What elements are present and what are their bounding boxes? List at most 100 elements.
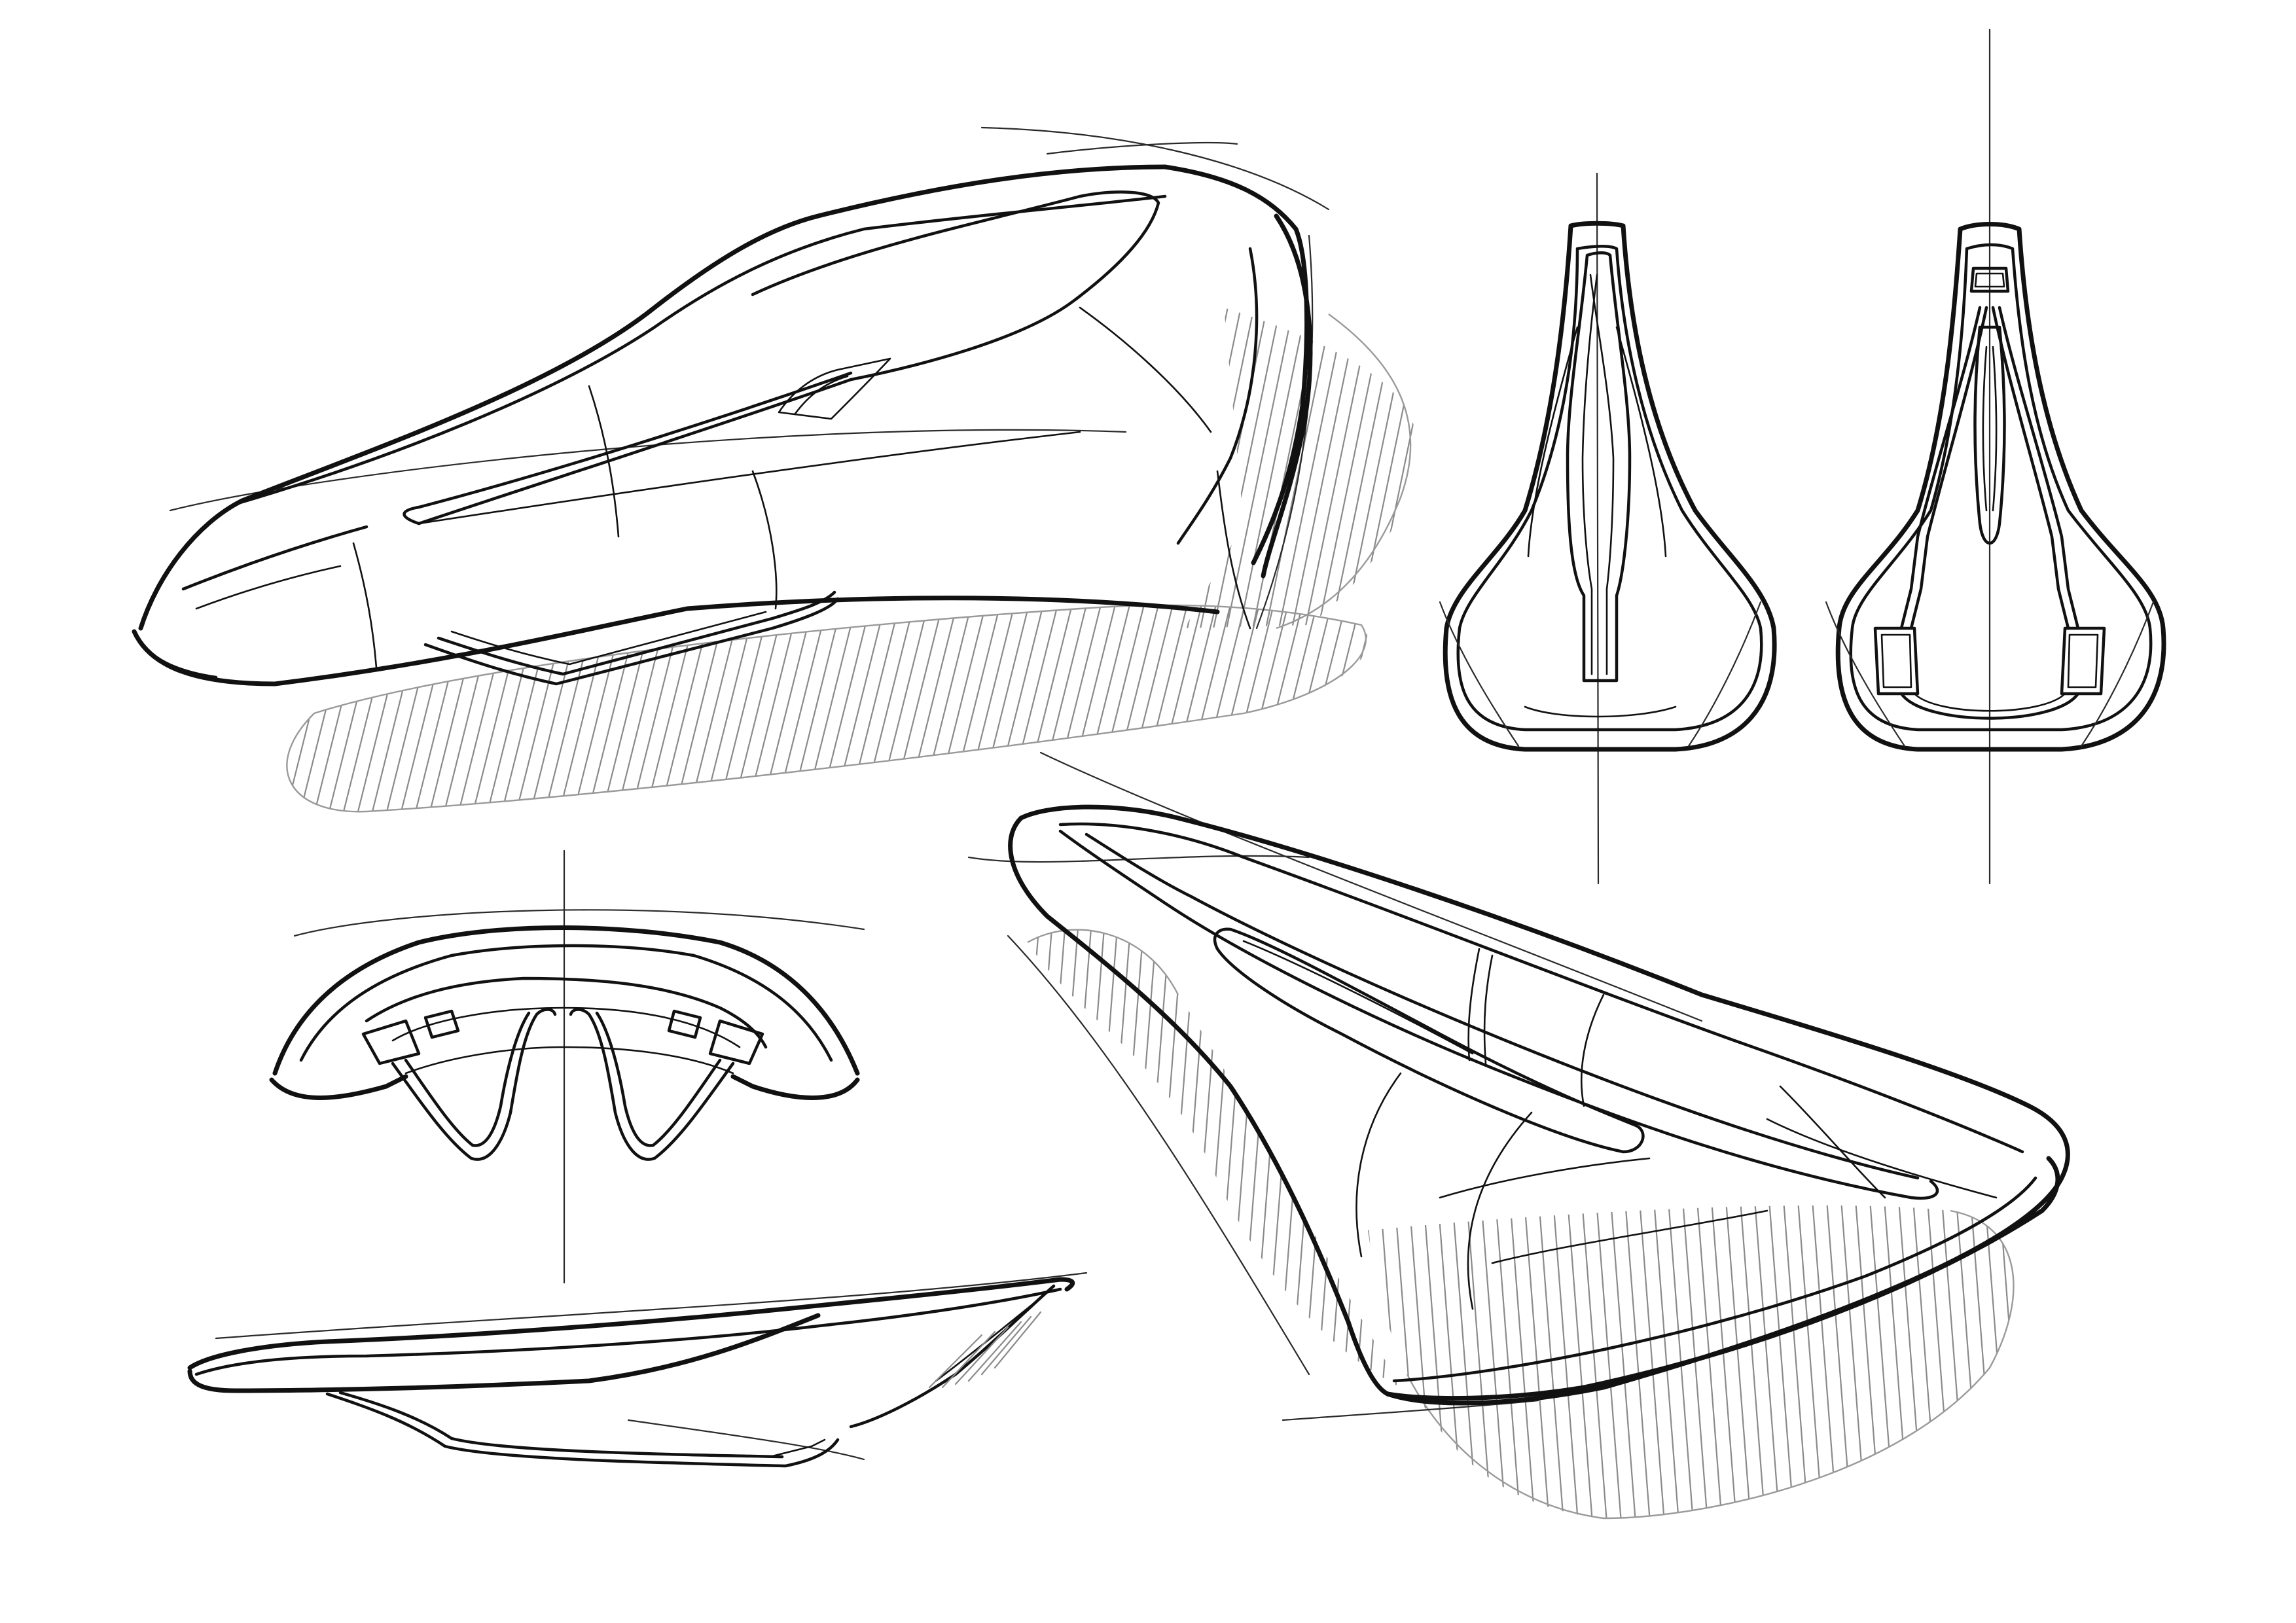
hatch-line [1308,1191,1334,1531]
hatch-line [541,605,602,812]
saddle-lower-edge [132,596,1220,687]
hatch-line [397,605,458,812]
rail-clamp-rear-right [2060,626,2106,696]
hatch-line [1393,308,1415,628]
hatch-line [1016,605,1077,812]
shell-bottom-edge [1385,1156,2060,1401]
rear-view-top-outline [272,925,860,1076]
side-contour-line [418,431,1081,525]
hatch-line [1897,1205,1926,1518]
construction-line [1255,234,1314,630]
construction-line [1825,601,1906,747]
bottom-view-outline [1835,222,2166,752]
hatch-line [1436,1205,1465,1518]
hatch-line [1391,589,1450,825]
bottom-view-inner [1849,243,2153,732]
center-channel-inner [403,371,853,526]
side-panel-line [1467,1111,1533,1310]
hatch-line [1566,1205,1594,1518]
rear-cross-line [1079,306,1212,433]
nose-surface-line [181,525,368,591]
hatch-line [1465,1205,1494,1518]
hatch-line [2012,1205,2014,1518]
perspective-front-three-quarter-view [132,126,1450,825]
nose-tip-edge [132,630,218,679]
hatch-line [1030,605,1092,812]
centerline [1596,172,1600,885]
upper-surface-line [234,194,1167,506]
rail-line [437,590,836,676]
side-view-rear-inner [935,1291,1049,1382]
saddle-outline [138,164,1310,631]
hatch-line [1073,605,1135,812]
construction-line [1439,601,1520,747]
bottom-channel-inner [1982,346,1988,512]
hatch-line [483,605,545,812]
hatch-line [1223,308,1297,628]
perspective-rear-three-quarter-view [962,751,2070,1531]
hatch-line [1367,308,1415,628]
hatch-line [1782,1205,1810,1518]
hatch-line [1738,1205,1767,1518]
rear-view-inner-top [299,944,833,1062]
hatch-line [1393,929,1401,1387]
hatch-line [1117,605,1178,812]
rear-panel-line [1766,1118,1998,1199]
rear-view-shell-line [365,976,768,1049]
hatch-line [1433,903,1473,1407]
hatch-line [1131,605,1193,812]
hatch-line [211,589,270,825]
hatch-line [1322,1191,1348,1531]
top-view-channel-line [1527,326,1579,558]
hatch-line [1028,929,1042,1387]
nose-panel-line [195,565,342,610]
hatch-line [958,605,1020,812]
hatch-line [1289,605,1351,812]
top-cross-line [1467,948,1480,1061]
side-shadow-hatching [962,903,1473,1407]
hatch-line [1882,1205,1911,1518]
top-view-cutout-inner [1589,274,1615,675]
hatch-line [469,605,530,812]
rear-panel-line [1779,1085,1886,1199]
hatch-line [1724,1205,1753,1518]
hatch-line [1839,1205,1868,1518]
hatch-line [1028,929,1068,1387]
hatch-line [800,605,861,812]
hatch-line [1378,1205,1407,1518]
construction-line [980,126,1330,211]
hatch-line [1170,929,1212,1387]
top-view [1439,172,1777,885]
hatch-line [1380,308,1415,628]
hatch-line [1911,1205,1940,1518]
center-cutout [1213,927,1645,1154]
hatch-line [526,605,588,812]
rear-view-rail-left-inner [404,1011,531,1147]
hatch-line [1361,605,1369,812]
hatch-line [1406,308,1415,628]
bottom-view [1825,28,2166,885]
hatch-line [1380,929,1401,1387]
rear-view-under-shell [404,1046,734,1075]
hatch-line [1810,1205,1839,1518]
hatch-line [1623,1205,1652,1518]
side-view-rail [325,1392,840,1468]
rear-view-outer-edge [269,1074,408,1100]
hatch-line [1265,1191,1291,1531]
rail-line [423,597,840,686]
hatch-line [497,605,559,812]
hatch-line [962,903,1001,1407]
hatch-line [1210,308,1284,628]
hatch-line [440,605,501,812]
hatch-line [1340,308,1415,628]
hatch-line [987,605,1049,812]
hatch-line [1854,1205,1882,1518]
hatch-line [368,605,429,812]
rail-clamp-rear-right-inner [2067,633,2099,688]
cast-shadow-outline [286,604,1367,813]
rear-view-clamp-mid-left [423,1009,460,1039]
side-panel-line [1491,1209,1768,1264]
hatch-line [713,605,775,812]
rail-clamp-front [1969,266,2010,293]
cast-shadow-hatching [1265,1191,2014,1531]
